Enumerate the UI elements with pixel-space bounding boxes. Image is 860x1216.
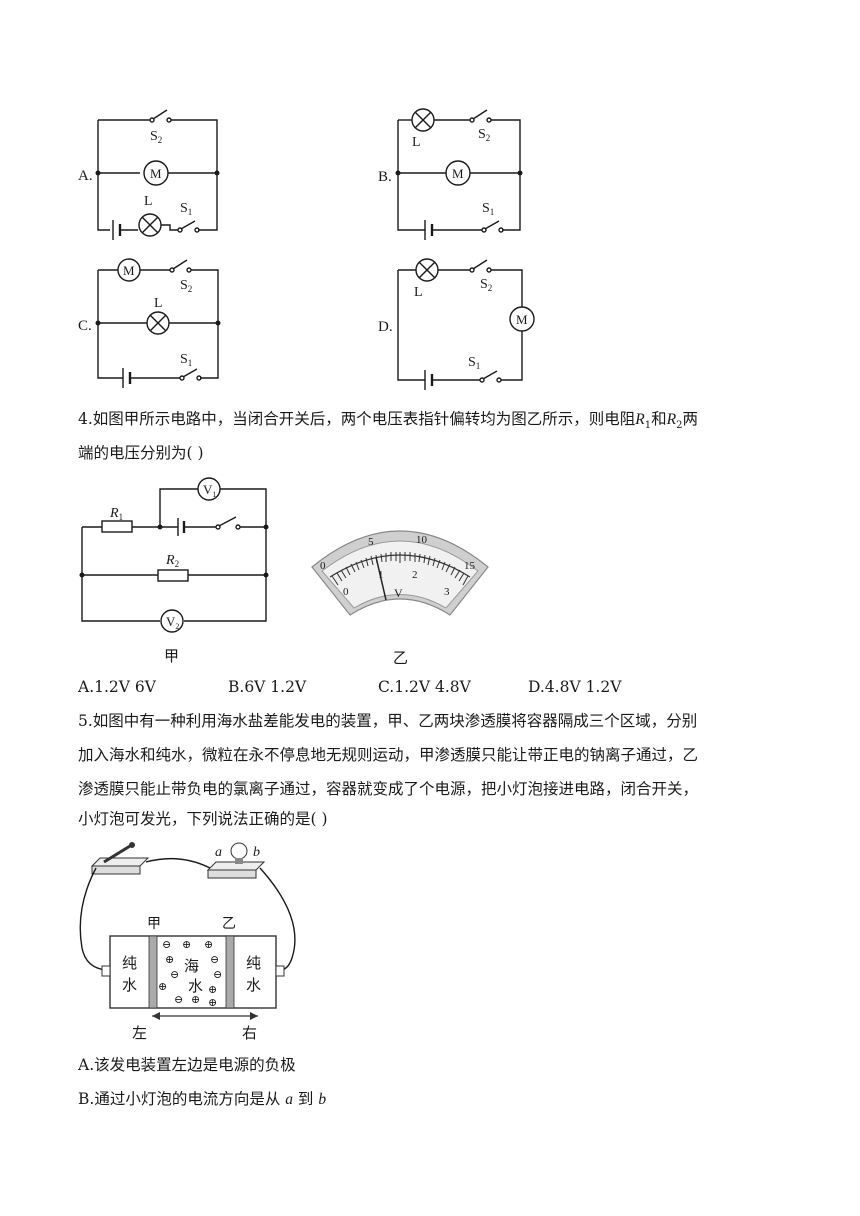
svg-text:M: M bbox=[123, 263, 135, 278]
caption-yi: 乙 bbox=[393, 651, 408, 667]
svg-text:⊕: ⊕ bbox=[165, 954, 174, 966]
q5-option-a[interactable]: A.该发电装置左边是电源的负极 bbox=[78, 1056, 296, 1074]
meter-pointer bbox=[375, 556, 387, 601]
meter-ticks bbox=[331, 552, 469, 586]
circuit-option-d: D. L S2 M S1 bbox=[378, 258, 535, 390]
svg-text:海: 海 bbox=[184, 958, 199, 975]
svg-text:L: L bbox=[414, 285, 423, 300]
q5-stem-line2: 加入海水和纯水，微粒在永不停息地无规则运动，甲渗透膜只能让带正电的钠离子通过，乙 bbox=[78, 746, 699, 764]
svg-text:R1: R1 bbox=[109, 506, 123, 522]
svg-text:⊖: ⊖ bbox=[162, 939, 171, 951]
svg-text:S1: S1 bbox=[468, 355, 480, 371]
q4-option-c[interactable]: C.1.2V 4.8V bbox=[378, 678, 471, 696]
svg-text:⊕: ⊕ bbox=[208, 997, 217, 1009]
option-letter: C. bbox=[78, 318, 92, 334]
svg-text:M: M bbox=[452, 166, 464, 181]
svg-text:乙: 乙 bbox=[222, 916, 236, 932]
caption-jia: 甲 bbox=[164, 649, 179, 665]
svg-text:M: M bbox=[516, 312, 528, 327]
svg-text:甲: 甲 bbox=[147, 917, 161, 932]
svg-text:水: 水 bbox=[122, 977, 137, 994]
svg-text:⊕: ⊕ bbox=[204, 939, 213, 951]
svg-text:10: 10 bbox=[416, 534, 428, 546]
q4-option-d[interactable]: D.4.8V 1.2V bbox=[528, 678, 622, 696]
svg-text:纯: 纯 bbox=[122, 955, 137, 972]
svg-text:纯: 纯 bbox=[246, 955, 261, 972]
svg-text:S2: S2 bbox=[180, 278, 192, 294]
svg-text:R2: R2 bbox=[165, 553, 179, 569]
lamp-label: L bbox=[144, 194, 153, 209]
svg-text:⊕: ⊕ bbox=[182, 939, 191, 951]
q5-option-b[interactable]: B.通过小灯泡的电流方向是从 a 到 b bbox=[78, 1090, 327, 1108]
svg-text:水: 水 bbox=[188, 978, 203, 995]
svg-text:⊕: ⊕ bbox=[208, 984, 217, 996]
svg-text:b: b bbox=[253, 845, 260, 860]
svg-text:S1: S1 bbox=[180, 201, 192, 217]
q5-seawater-generator: ⊖⊕⊕ ⊕⊖ ⊖⊖ ⊕⊕ ⊖⊕⊕ 纯 水 海 水 纯 水 甲 乙 a b 左 右 bbox=[79, 842, 296, 1042]
svg-text:0: 0 bbox=[343, 586, 349, 598]
svg-text:S1: S1 bbox=[482, 201, 494, 217]
svg-text:⊖: ⊖ bbox=[213, 969, 222, 981]
circuit-option-c: C. M S2 L S1 bbox=[78, 258, 221, 388]
svg-text:2: 2 bbox=[412, 569, 418, 581]
circuit-option-b: B. L S2 M S1 bbox=[378, 108, 523, 240]
svg-text:左: 左 bbox=[132, 1025, 147, 1042]
svg-text:水: 水 bbox=[246, 977, 261, 994]
circuit-option-a: A. S2 M L S1 bbox=[78, 109, 220, 240]
svg-text:⊕: ⊕ bbox=[191, 994, 200, 1006]
q5-stem-line4: 小灯泡可发光，下列说法正确的是( ) bbox=[78, 810, 328, 828]
svg-text:S2: S2 bbox=[478, 127, 490, 143]
svg-text:a: a bbox=[215, 845, 222, 860]
svg-text:3: 3 bbox=[444, 586, 450, 598]
svg-text:V1: V1 bbox=[203, 482, 216, 499]
svg-text:右: 右 bbox=[242, 1025, 257, 1042]
q4-option-a[interactable]: A.1.2V 6V bbox=[78, 678, 156, 696]
option-letter: A. bbox=[78, 168, 93, 184]
svg-text:0: 0 bbox=[320, 560, 326, 572]
svg-text:L: L bbox=[154, 296, 163, 311]
q4-option-b[interactable]: B.6V 1.2V bbox=[228, 678, 307, 696]
svg-text:L: L bbox=[412, 135, 421, 150]
svg-text:1: 1 bbox=[378, 569, 384, 581]
svg-text:S2: S2 bbox=[150, 129, 162, 145]
option-letter: B. bbox=[378, 169, 392, 185]
q4-circuit-jia: V1 V2 R1 R2 甲 bbox=[79, 477, 269, 665]
option-letter: D. bbox=[378, 319, 393, 335]
q5-stem-line3: 渗透膜只能止带负电的氯离子通过，容器就变成了个电源，把小灯泡接进电路，闭合开关， bbox=[78, 780, 699, 798]
ion-symbols: ⊖⊕⊕ ⊕⊖ ⊖⊖ ⊕⊕ ⊖⊕⊕ bbox=[158, 939, 222, 1009]
q4-stem-line2: 端的电压分别为( ) bbox=[78, 444, 204, 462]
svg-text:S2: S2 bbox=[480, 277, 492, 293]
svg-text:15: 15 bbox=[464, 560, 476, 572]
q4-meter-yi: 0 5 10 15 0 1 2 3 V 乙 bbox=[311, 530, 489, 667]
svg-text:⊖: ⊖ bbox=[210, 954, 219, 966]
svg-text:⊖: ⊖ bbox=[174, 994, 183, 1006]
svg-text:V2: V2 bbox=[166, 614, 179, 631]
svg-text:5: 5 bbox=[368, 536, 374, 548]
svg-text:V: V bbox=[394, 586, 403, 600]
svg-text:⊕: ⊕ bbox=[158, 981, 167, 993]
motor-symbol: M bbox=[150, 166, 162, 181]
svg-text:⊖: ⊖ bbox=[170, 969, 179, 981]
svg-text:S1: S1 bbox=[180, 352, 192, 368]
q4-stem-line1: 4.如图甲所示电路中，当闭合开关后，两个电压表指针偏转均为图乙所示，则电阻R1和… bbox=[78, 410, 699, 432]
q5-stem-line1: 5.如图中有一种利用海水盐差能发电的装置，甲、乙两块渗透膜将容器隔成三个区域，分… bbox=[78, 712, 698, 730]
